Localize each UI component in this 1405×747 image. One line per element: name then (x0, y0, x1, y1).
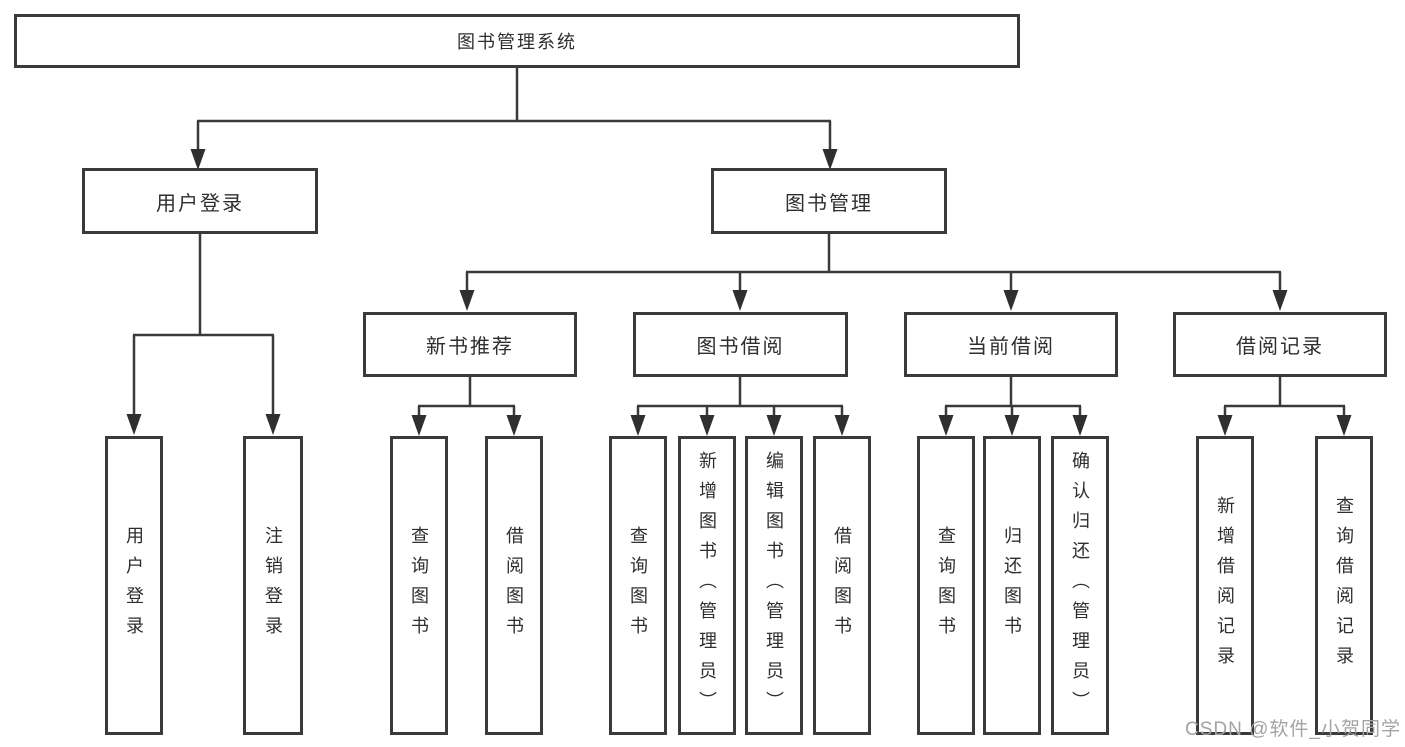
node-leaf-query-books-borrow: 查询图书 (609, 436, 667, 735)
node-current-borrow: 当前借阅 (904, 312, 1118, 377)
node-leaf-borrow-books-recommend: 借阅图书 (485, 436, 543, 735)
node-leaf-label: 归还图书 (1002, 525, 1022, 646)
node-leaf-query-books-current: 查询图书 (917, 436, 975, 735)
node-leaf-add-book-admin: 新增图书（管理员） (678, 436, 736, 735)
node-user-login-label: 用户登录 (156, 192, 244, 215)
node-root: 图书管理系统 (14, 14, 1020, 68)
node-leaf-edit-book-admin: 编辑图书（管理员） (745, 436, 803, 735)
node-current-borrow-label: 当前借阅 (967, 336, 1055, 358)
node-book-borrow: 图书借阅 (633, 312, 848, 377)
csdn-watermark: CSDN @软件_小贺同学 (1185, 719, 1401, 740)
node-leaf-label: 借阅图书 (504, 525, 524, 646)
node-leaf-confirm-return-admin: 确认归还（管理员） (1051, 436, 1109, 735)
node-leaf-label: 新增借阅记录 (1215, 495, 1235, 676)
node-book-management-label: 图书管理 (785, 192, 873, 215)
node-leaf-label: 查询图书 (628, 525, 648, 646)
node-leaf-label: 确认归还（管理员） (1070, 450, 1090, 721)
node-leaf-label: 查询图书 (409, 525, 429, 646)
node-book-management: 图书管理 (711, 168, 947, 234)
node-leaf-return-book: 归还图书 (983, 436, 1041, 735)
node-user-login: 用户登录 (82, 168, 318, 234)
node-leaf-borrow-book: 借阅图书 (813, 436, 871, 735)
node-leaf-label: 查询图书 (936, 525, 956, 646)
node-borrow-records: 借阅记录 (1173, 312, 1387, 377)
node-leaf-add-borrow-record: 新增借阅记录 (1196, 436, 1254, 735)
node-leaf-query-books-recommend: 查询图书 (390, 436, 448, 735)
node-book-borrow-label: 图书借阅 (696, 336, 785, 358)
node-leaf-user-login: 用户登录 (105, 436, 163, 735)
node-leaf-label: 查询借阅记录 (1334, 495, 1354, 676)
node-new-book-recommend: 新书推荐 (363, 312, 577, 377)
node-new-book-recommend-label: 新书推荐 (426, 336, 514, 358)
node-borrow-records-label: 借阅记录 (1236, 336, 1324, 358)
node-root-label: 图书管理系统 (457, 32, 577, 52)
node-leaf-label: 编辑图书（管理员） (764, 450, 784, 721)
node-leaf-logout: 注销登录 (243, 436, 303, 735)
node-leaf-label: 借阅图书 (832, 525, 852, 646)
node-leaf-label: 用户登录 (124, 525, 144, 646)
node-leaf-query-borrow-record: 查询借阅记录 (1315, 436, 1373, 735)
node-leaf-label: 新增图书（管理员） (697, 450, 717, 721)
node-leaf-label: 注销登录 (263, 525, 283, 646)
